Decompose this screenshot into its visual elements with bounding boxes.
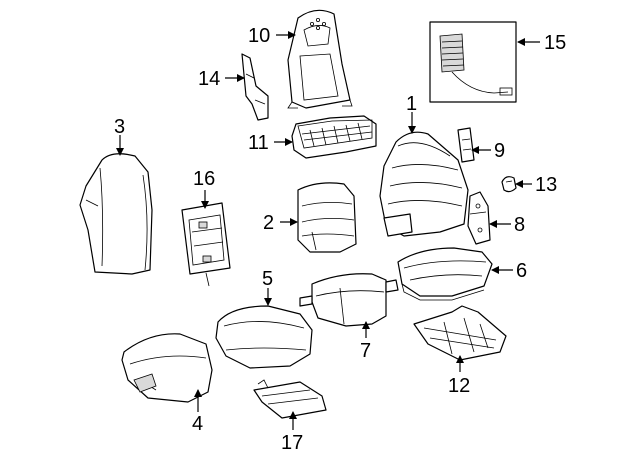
callout-5: 5 <box>262 268 273 290</box>
callout-6: 6 <box>516 260 527 282</box>
callout-numbers: 1 2 3 4 5 6 7 8 9 10 11 12 13 14 15 16 1… <box>114 25 566 454</box>
part-17-cushion-panel <box>253 379 327 419</box>
part-15-wire-harness <box>429 21 517 103</box>
callout-8: 8 <box>514 214 525 236</box>
callout-17: 17 <box>281 432 303 454</box>
callout-11: 11 <box>248 132 269 154</box>
part-4-cushion-cover <box>121 333 213 403</box>
callout-4: 4 <box>192 413 203 435</box>
part-6-seat-cushion <box>397 247 493 301</box>
part-13-knob <box>501 176 517 193</box>
callout-7: 7 <box>360 340 371 362</box>
callout-2: 2 <box>263 212 274 234</box>
part-3-seatback-cover <box>79 153 153 275</box>
callout-1: 1 <box>406 93 417 115</box>
callout-leaders <box>116 31 540 430</box>
part-2-seatback-cushion <box>297 182 357 253</box>
part-5-lower-cushion <box>215 305 313 369</box>
part-16-back-panel <box>181 202 231 287</box>
part-14-side-bracket <box>241 53 269 121</box>
callout-14: 14 <box>198 68 220 90</box>
part-7-cushion-frame <box>299 273 399 327</box>
part-10-seatback-frame <box>287 9 353 109</box>
part-9-side-trim <box>457 127 475 163</box>
part-11-cushion-pad <box>291 115 377 159</box>
part-12-cushion-frame <box>413 305 507 361</box>
callout-15: 15 <box>544 32 566 54</box>
callout-12: 12 <box>448 375 470 397</box>
part-8-hinge-bracket <box>467 191 491 245</box>
callout-3: 3 <box>114 116 125 138</box>
part-1-seatback-assembly <box>379 131 469 237</box>
callout-13: 13 <box>535 174 557 196</box>
callout-16: 16 <box>193 168 215 190</box>
callout-9: 9 <box>494 140 505 162</box>
callout-10: 10 <box>248 25 270 47</box>
